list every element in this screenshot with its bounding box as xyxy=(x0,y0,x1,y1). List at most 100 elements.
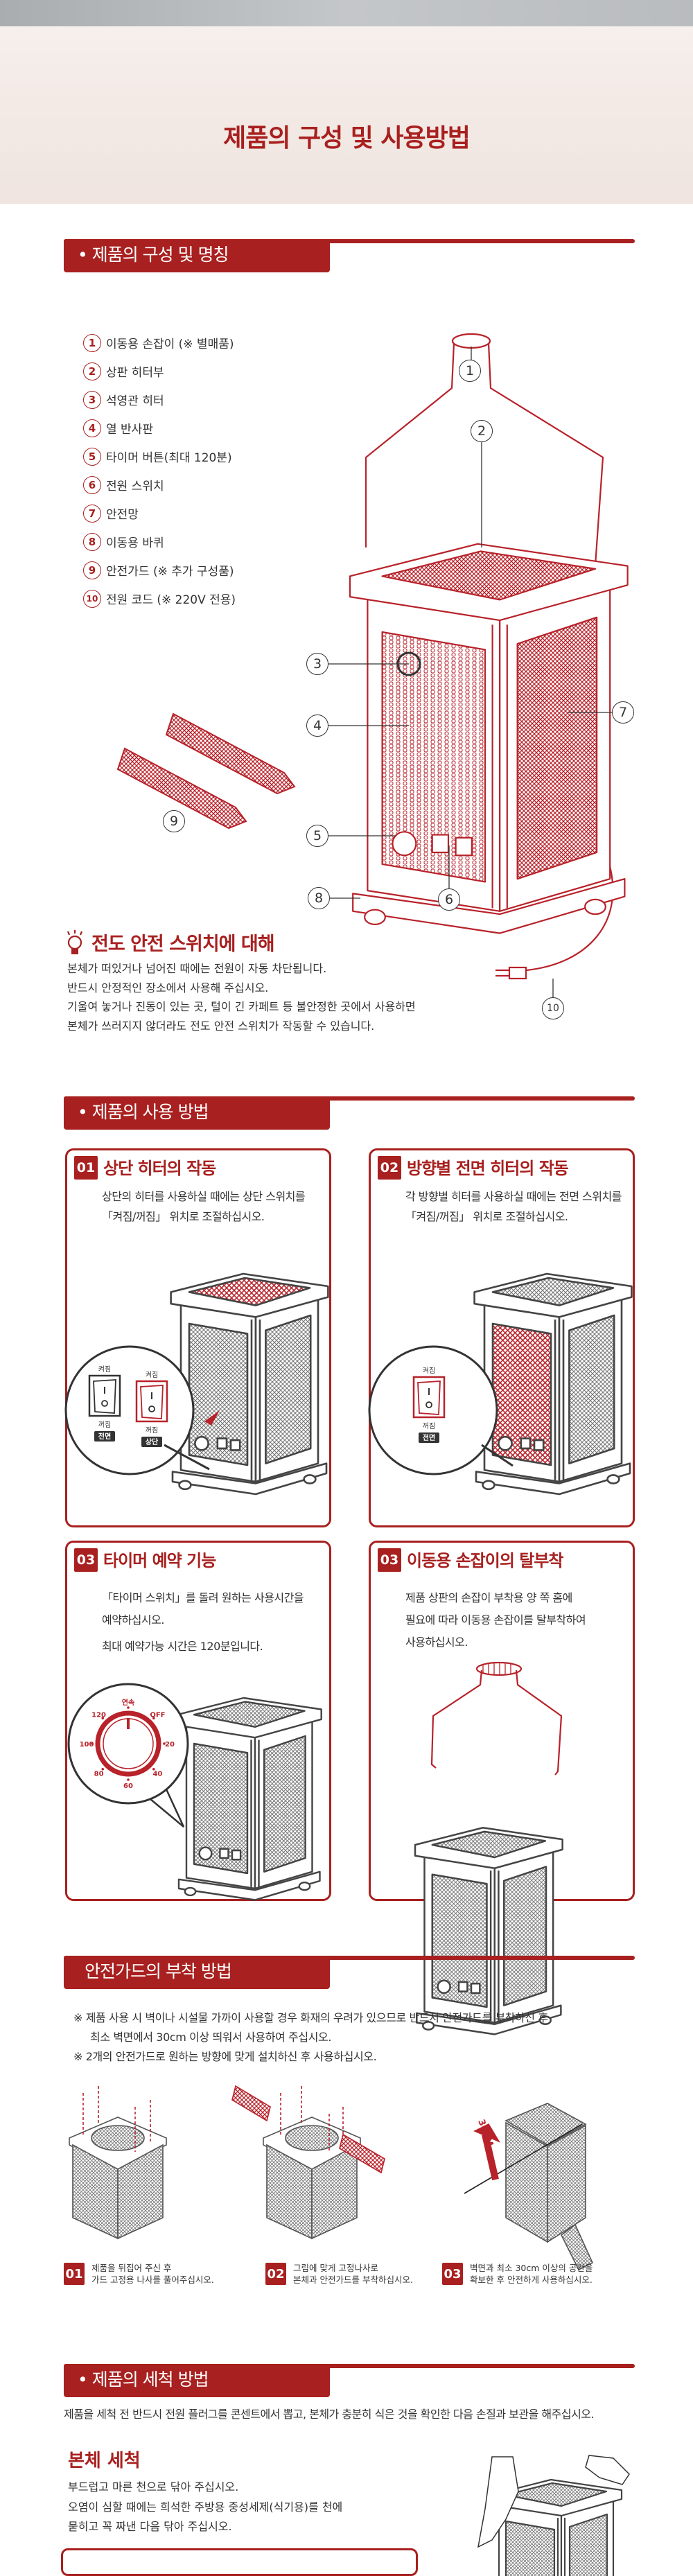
switch-on-label: 켜짐 xyxy=(146,1371,158,1379)
callout-1: 1 xyxy=(459,360,481,382)
heater-body xyxy=(170,1272,329,1496)
switch-off-label: 꺼짐 xyxy=(423,1422,435,1430)
safety-title-text: 전도 안전 스위치에 대해 xyxy=(91,934,275,955)
part-label: 이동용 손잡이 (※ 별매품) xyxy=(106,338,234,351)
guard-install-illustrations: 30CM xyxy=(69,2085,594,2271)
heater-body xyxy=(473,1272,633,1496)
guard-note: ※ 제품 사용 시 벽이나 시설물 가까이 사용할 경우 화재의 우려가 있으므… xyxy=(73,2011,548,2024)
body-cleaning-text: 부드럽고 마른 천으로 닦아 주십시오. 오염이 심할 때에는 희석한 주방용 … xyxy=(68,2478,342,2537)
heater-illustration xyxy=(473,1272,633,1496)
card-line: 각 방향별 히터를 사용하실 때에는 전면 스위치를 xyxy=(405,1190,622,1203)
section-header-guard: 안전가드의 부착 방법 xyxy=(64,1956,635,1989)
safety-line: 반드시 안정적인 장소에서 사용해 주십시오. xyxy=(67,981,269,995)
heater-upside-down xyxy=(231,2085,385,2240)
safety-line: 기울여 놓거나 진동이 있는 곳, 털이 긴 카페트 등 불안정한 곳에서 사용… xyxy=(67,1000,416,1013)
diagram-shape xyxy=(516,616,598,880)
safety-switch-title: 전도 안전 스위치에 대해 xyxy=(64,929,275,956)
hands-wiping-icon xyxy=(477,2455,630,2548)
part-item: 8 이동용 바퀴 xyxy=(83,527,236,556)
diagram-shape xyxy=(455,836,473,857)
part-number: 9 xyxy=(83,561,101,579)
section-title: • 제품의 세척 방법 xyxy=(64,2364,330,2397)
card-title: 타이머 예약 기능 xyxy=(103,1551,216,1570)
callout-10: 10 xyxy=(542,997,564,1019)
diagram-shape xyxy=(584,898,606,915)
card-body: 각 방향별 히터를 사용하실 때에는 전면 스위치를 「켜짐/꺼짐」 위치로 조절… xyxy=(405,1186,622,1227)
dial-label: 60 xyxy=(123,1782,133,1790)
safety-guard xyxy=(116,747,247,830)
switch-on-label: 켜짐 xyxy=(423,1367,435,1375)
guard-note: 최소 벽면에서 30cm 이상 띄워서 사용하여 주십시오. xyxy=(90,2031,332,2044)
divider xyxy=(64,239,635,243)
heater-illustration xyxy=(170,1272,329,1496)
safety-guard-illustration xyxy=(116,712,296,830)
dial-label: OFF xyxy=(150,1712,165,1719)
rocker-switch: 켜짐 꺼짐 전면 xyxy=(412,1367,446,1443)
card-title: 이동용 손잡이의 탈부착 xyxy=(407,1551,564,1570)
diagram-shape xyxy=(392,831,417,857)
heater-placed: 30CM xyxy=(464,2103,594,2271)
cleaning-line: 묻히고 꼭 짜낸 다음 닦아 주십시오. xyxy=(68,2520,232,2533)
diagram-shape xyxy=(487,342,604,576)
diagram-shape xyxy=(328,347,612,997)
step-line: 가드 고정용 나사를 풀어주십시오. xyxy=(91,2275,214,2285)
card-line: 「켜짐/꺼짐」 위치로 조절하십시오. xyxy=(405,1210,568,1223)
card-line: 사용하십시오. xyxy=(405,1636,468,1649)
step-badge: 03 xyxy=(442,2263,463,2285)
step-badge: 03 xyxy=(378,1548,401,1572)
part-number: 3 xyxy=(83,390,101,409)
switch-off-label: 꺼짐 xyxy=(146,1426,158,1435)
cleaning-line: 부드럽고 마른 천으로 닦아 주십시오. xyxy=(68,2480,239,2494)
part-number: 7 xyxy=(83,504,101,523)
callout-3: 3 xyxy=(306,653,328,675)
card-line: 예약하십시오. xyxy=(102,1613,164,1627)
step-badge: 01 xyxy=(64,2263,85,2285)
body-cleaning-title: 본체 세척 xyxy=(68,2451,141,2471)
section-header-usage: • 제품의 사용 방법 xyxy=(64,1096,635,1130)
callout-2: 2 xyxy=(471,420,493,442)
safety-line: 본체가 쓰러지지 않더라도 전도 안전 스위치가 작동할 수 있습니다. xyxy=(67,1019,375,1033)
part-label: 전원 코드 (※ 220V 전용) xyxy=(106,593,236,607)
section-header-cleaning: • 제품의 세척 방법 xyxy=(64,2364,635,2397)
card-line: 제품 상판의 손잡이 부착용 양 쪽 홈에 xyxy=(405,1591,572,1604)
cleaning-line: 오염이 심할 때에는 희석한 주방용 중성세제(식기용)를 천에 xyxy=(68,2500,343,2514)
step-line: 벽면과 최소 30cm 이상의 공간을 xyxy=(470,2263,593,2273)
switch-off-label: 꺼짐 xyxy=(98,1421,111,1429)
usage-card-front-heater: 02 방향별 전면 히터의 작동 각 방향별 히터를 사용하실 때에는 전면 스… xyxy=(368,1148,635,1527)
heater-body xyxy=(176,1697,322,1901)
card-line: 「켜짐/꺼짐」 위치로 조절하십시오. xyxy=(102,1210,265,1223)
cleaning-notice-box xyxy=(61,2548,418,2576)
divider xyxy=(64,1096,635,1101)
diagram-shape xyxy=(364,909,386,925)
part-number: 8 xyxy=(83,532,101,551)
diagram-shape xyxy=(381,550,597,601)
dial-label: 연속 xyxy=(122,1698,134,1707)
step-badge: 02 xyxy=(265,2263,286,2285)
heater-upside-down xyxy=(69,2086,167,2240)
part-label: 상판 히터부 xyxy=(106,366,164,380)
step-line: 그림에 맞게 고정나사로 xyxy=(293,2263,378,2273)
card-body: 상단의 히터를 사용하실 때에는 상단 스위치를「켜짐/꺼짐」 위치로 조절하십… xyxy=(102,1186,306,1227)
heater-illustration xyxy=(176,1697,322,1901)
part-label: 이동용 바퀴 xyxy=(106,536,164,550)
switch-magnifier: 켜짐 꺼짐 전면 xyxy=(368,1345,514,1475)
lightbulb-icon xyxy=(67,929,83,954)
diagram-shape xyxy=(349,543,629,934)
diagram-shape xyxy=(396,651,421,676)
card-line: 「타이머 스위치」를 돌려 원하는 사용시간을 xyxy=(102,1591,304,1604)
usage-card-top-heater: 01 상단 히터의 작동 상단의 히터를 사용하실 때에는 상단 스위치를「켜짐… xyxy=(64,1148,331,1527)
hero-banner xyxy=(0,26,693,204)
part-label: 전원 스위치 xyxy=(106,480,164,493)
diagram-shape xyxy=(451,333,491,349)
dial-label: 120 xyxy=(91,1712,106,1719)
part-label: 안전가드 (※ 추가 구성품) xyxy=(106,565,234,579)
